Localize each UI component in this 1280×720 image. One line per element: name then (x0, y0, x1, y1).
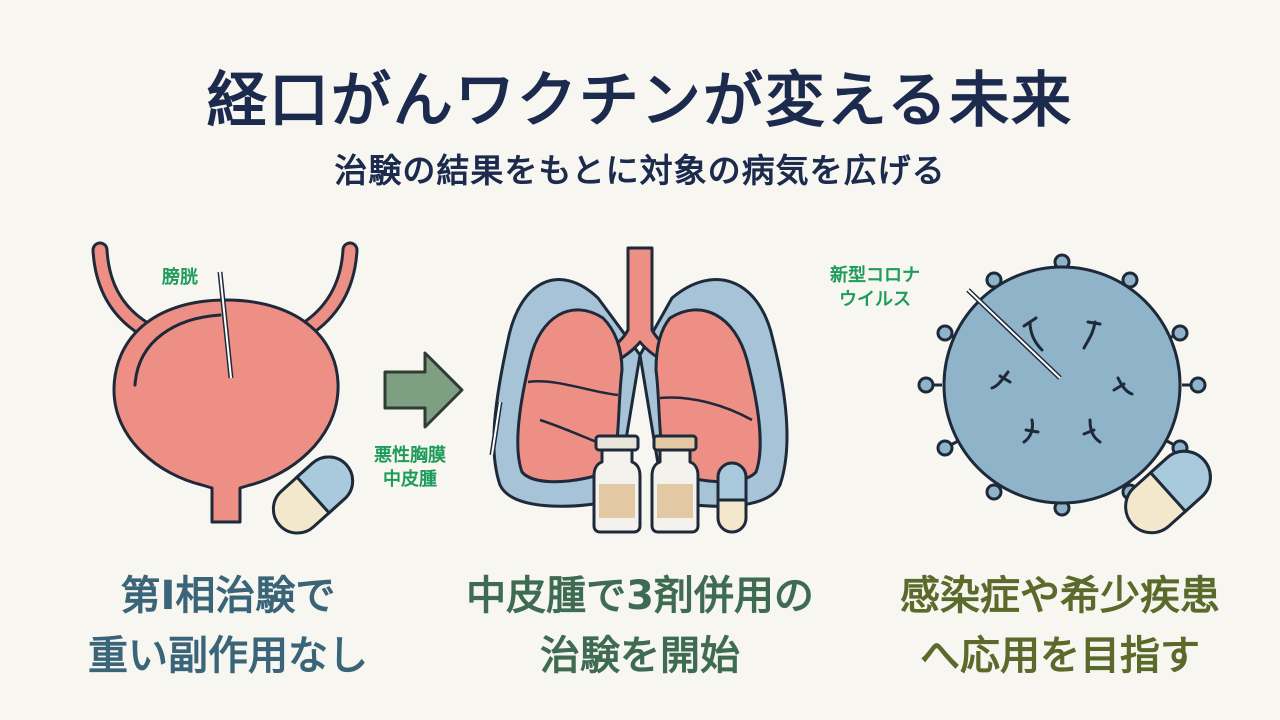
arrow-right-icon (383, 351, 464, 429)
page-subtitle: 治験の結果をもとに対象の病気を広げる (334, 151, 946, 190)
vial-icon (650, 434, 700, 534)
mesothelioma-label-line1: 悪性胸膜 (374, 445, 446, 466)
caption-mesothelioma: 中皮腫で3剤併用の 治験を開始 (430, 566, 850, 686)
virus-label-line2: ウイルス (839, 289, 911, 310)
bladder-callout: 膀胱 (162, 266, 198, 290)
capsule-icon (1124, 449, 1212, 535)
page-title: 経口がんワクチンが変える未来 (206, 66, 1074, 136)
mesothelioma-callout: 悪性胸膜 中皮腫 (374, 444, 446, 492)
bladder-illustration (91, 241, 359, 524)
caption-applications-line2: へ応用を目指す (920, 633, 1200, 679)
capsule-icon (271, 455, 355, 535)
bladder-label: 膀胱 (162, 267, 198, 288)
virus-callout: 新型コロナ ウイルス (830, 264, 920, 312)
caption-phase1: 第Ⅰ相治験で 重い副作用なし (38, 566, 418, 686)
vial-icon (592, 434, 642, 534)
caption-phase1-line1: 第Ⅰ相治験で (120, 573, 336, 619)
caption-mesothelioma-line2: 治験を開始 (540, 633, 740, 679)
caption-applications: 感染症や希少疾患 へ応用を目指す (860, 566, 1260, 686)
virus-label-line1: 新型コロナ (830, 265, 920, 286)
capsule-icon (716, 461, 748, 534)
caption-phase1-line2: 重い副作用なし (88, 633, 368, 679)
mesothelioma-label-line2: 中皮腫 (383, 469, 437, 490)
caption-mesothelioma-line1: 中皮腫で3剤併用の (466, 573, 814, 619)
caption-applications-line1: 感染症や希少疾患 (900, 573, 1220, 619)
